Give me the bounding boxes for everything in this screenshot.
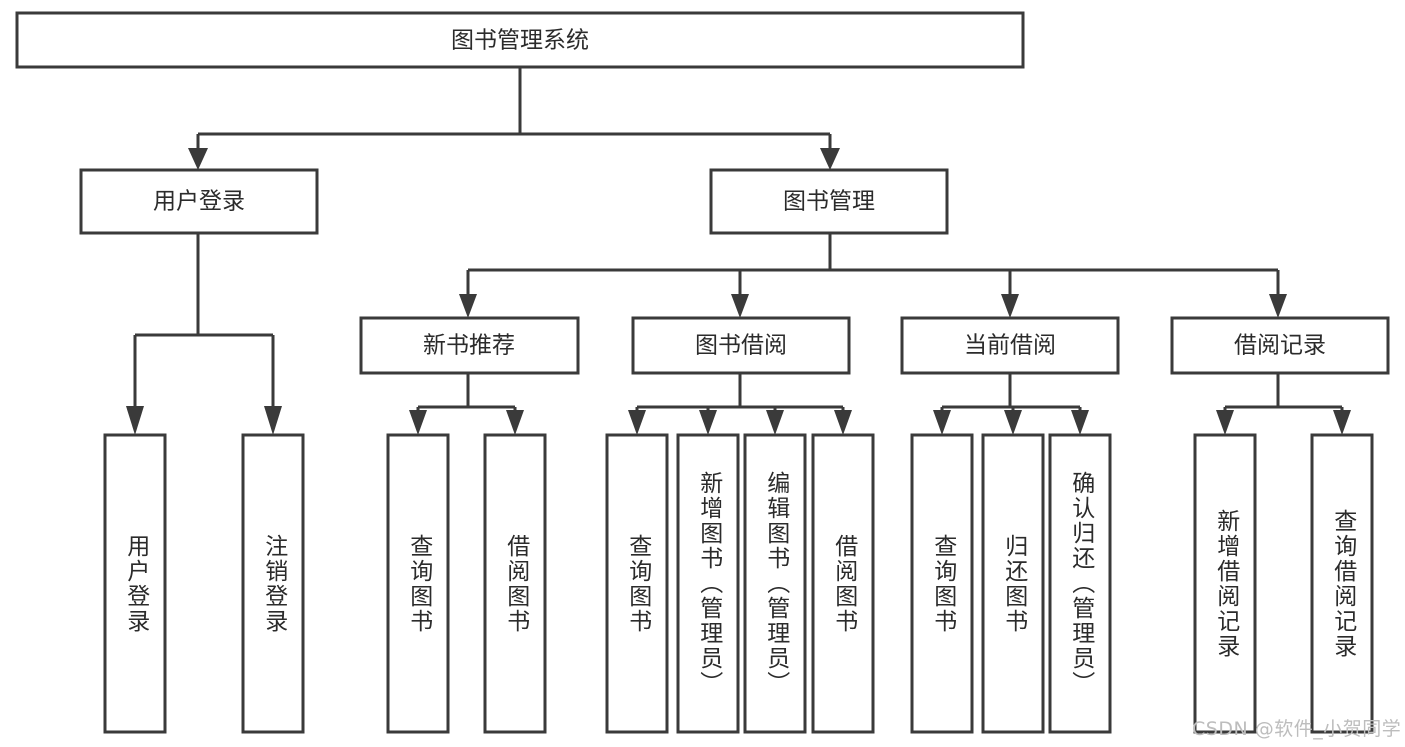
node-borrow-record[interactable]: 借阅记录	[1170, 316, 1390, 375]
arrow-book-borrow	[731, 294, 749, 318]
arrow-book-manage	[820, 148, 840, 170]
node-current-borrow-box	[900, 316, 1120, 375]
leaf-box-query-record[interactable]	[1310, 433, 1374, 734]
node-book-borrow-box	[631, 316, 851, 375]
node-new-book-rec-label: 新书推荐	[423, 333, 515, 359]
node-current-borrow-label: 当前借阅	[964, 333, 1056, 359]
leaf-box-confirm-return[interactable]	[1048, 433, 1112, 734]
arrow-leaf-add-book	[699, 410, 717, 435]
leaf-box-edit-book[interactable]	[743, 433, 807, 734]
arrow-leaf-query-book-cur	[933, 410, 951, 435]
node-user-login[interactable]: 用户登录	[79, 168, 319, 235]
leaf-box-query-book-rec[interactable]	[386, 433, 450, 734]
node-root-label: 图书管理系统	[451, 28, 589, 54]
arrow-user-login	[188, 148, 208, 170]
arrow-leaf-query-book-rec	[409, 410, 427, 435]
arrow-leaf-query-book-borrow	[628, 410, 646, 435]
arrow-leaf-borrow-book-rec	[506, 410, 524, 435]
arrow-leaf-add-record	[1216, 410, 1234, 435]
arrow-leaf-user-login	[126, 406, 144, 435]
arrow-leaf-return-book	[1004, 410, 1022, 435]
arrow-leaf-confirm-return	[1071, 410, 1089, 435]
node-book-manage-box	[709, 168, 949, 235]
arrow-current-borrow	[1001, 294, 1019, 318]
node-new-book-rec-box	[359, 316, 580, 375]
node-borrow-record-box	[1170, 316, 1390, 375]
node-book-manage[interactable]: 图书管理	[709, 168, 949, 235]
arrow-leaf-query-record	[1333, 410, 1351, 435]
leaf-boxes	[103, 433, 1374, 734]
connectors	[126, 67, 1351, 435]
arrow-leaf-user-logout	[264, 406, 282, 435]
arrow-leaf-edit-book	[766, 410, 784, 435]
node-book-borrow-label: 图书借阅	[695, 333, 787, 359]
arrow-new-book-rec	[459, 294, 477, 318]
leaf-box-add-book[interactable]	[676, 433, 740, 734]
node-borrow-record-label: 借阅记录	[1234, 333, 1326, 359]
leaf-box-add-record[interactable]	[1193, 433, 1257, 734]
node-current-borrow[interactable]: 当前借阅	[900, 316, 1120, 375]
leaf-box-user-logout[interactable]	[241, 433, 305, 734]
leaf-box-borrow-book[interactable]	[811, 433, 875, 734]
leaf-box-user-login[interactable]	[103, 433, 167, 734]
node-new-book-rec[interactable]: 新书推荐	[359, 316, 580, 375]
csdn-watermark: CSDN @软件_小贺同学	[1192, 718, 1402, 740]
node-book-manage-label: 图书管理	[783, 189, 875, 215]
node-book-borrow[interactable]: 图书借阅	[631, 316, 851, 375]
leaf-box-query-book-borrow[interactable]	[605, 433, 669, 734]
leaf-box-query-book-cur[interactable]	[910, 433, 974, 734]
node-user-login-box	[79, 168, 319, 235]
leaf-box-return-book[interactable]	[981, 433, 1045, 734]
leaf-box-borrow-book-rec[interactable]	[483, 433, 547, 734]
node-root[interactable]: 图书管理系统	[15, 11, 1025, 69]
node-root-box	[15, 11, 1025, 69]
arrow-leaf-borrow-book	[834, 410, 852, 435]
arrow-borrow-record	[1269, 294, 1287, 318]
node-user-login-label: 用户登录	[153, 189, 245, 215]
